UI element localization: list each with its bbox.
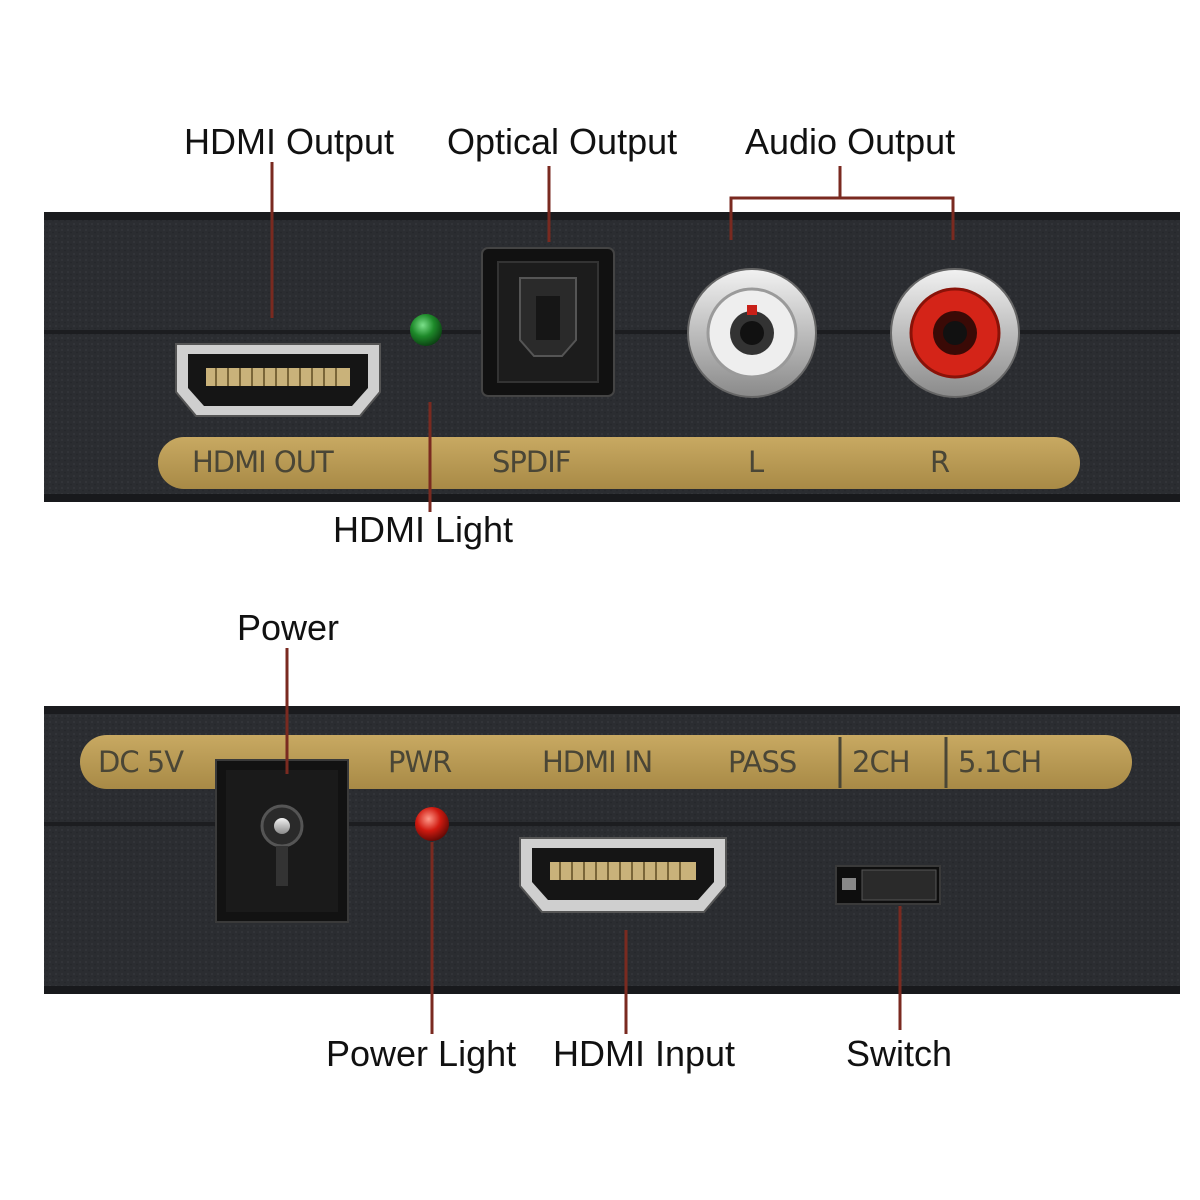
label-pwr: PWR bbox=[388, 745, 452, 779]
hdmi-light-led bbox=[410, 314, 442, 346]
optical-output-port[interactable] bbox=[481, 247, 615, 397]
hdmi-input-port[interactable] bbox=[519, 837, 727, 913]
label-pass: PASS bbox=[728, 745, 797, 779]
mode-switch[interactable] bbox=[835, 865, 941, 905]
label-dc-5v: DC 5V bbox=[98, 745, 184, 779]
label-hdmi-out: HDMI OUT bbox=[192, 445, 334, 479]
bottom-leader-lines bbox=[285, 648, 902, 1034]
label-hdmi-in: HDMI IN bbox=[542, 745, 653, 779]
hdmi-output-port[interactable] bbox=[175, 343, 381, 417]
callout-hdmi-light: HDMI Light bbox=[333, 509, 514, 550]
rca-left-port[interactable] bbox=[687, 268, 817, 398]
callout-hdmi-output: HDMI Output bbox=[184, 121, 395, 162]
label-2ch: 2CH bbox=[852, 745, 911, 779]
rca-right-port[interactable] bbox=[890, 268, 1020, 398]
callout-switch: Switch bbox=[846, 1033, 953, 1074]
top-label-strip bbox=[158, 437, 1080, 489]
top-leader-lines bbox=[270, 162, 955, 512]
power-light-led bbox=[415, 807, 449, 841]
label-5-1ch: 5.1CH bbox=[958, 745, 1042, 779]
label-spdif: SPDIF bbox=[492, 445, 571, 479]
callout-power: Power bbox=[237, 607, 340, 648]
callout-optical-output: Optical Output bbox=[447, 121, 678, 162]
callout-audio-output: Audio Output bbox=[745, 121, 956, 162]
callout-power-light: Power Light bbox=[326, 1033, 517, 1074]
label-right-channel: R bbox=[930, 445, 950, 479]
label-left-channel: L bbox=[748, 445, 764, 479]
power-jack[interactable] bbox=[215, 759, 349, 923]
callout-hdmi-input: HDMI Input bbox=[553, 1033, 736, 1074]
